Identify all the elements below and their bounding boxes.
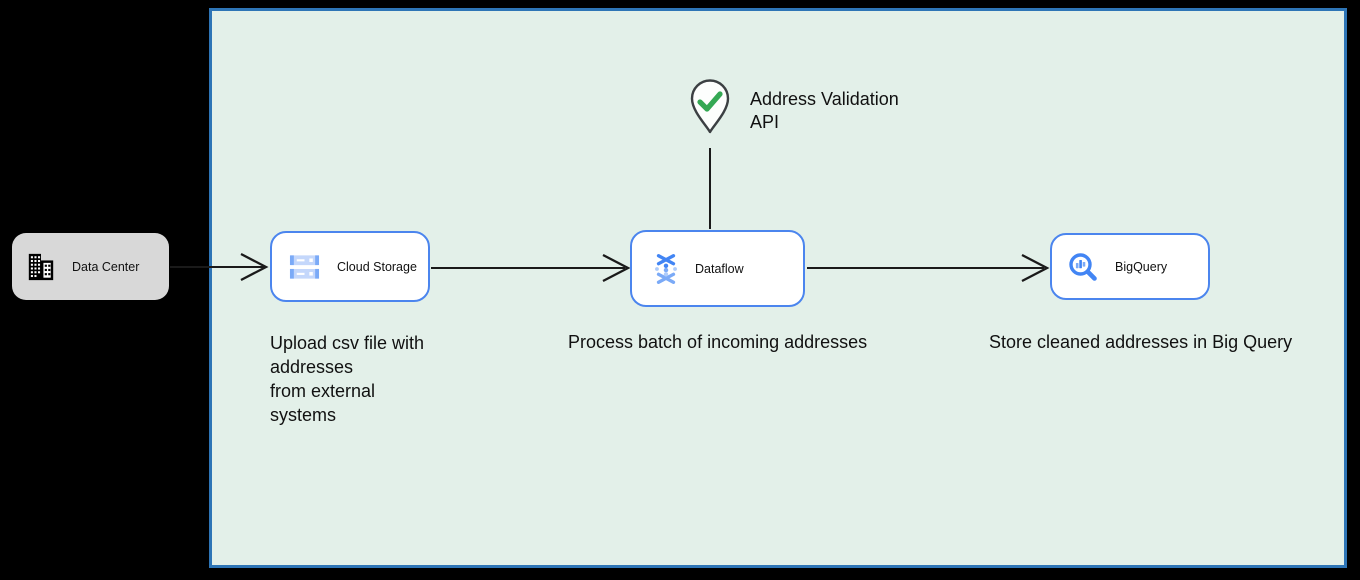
caption-bigquery: Store cleaned addresses in Big Query <box>989 332 1293 352</box>
node-label: BigQuery <box>1115 259 1168 274</box>
checkmark-icon <box>697 91 723 112</box>
node-label: Dataflow <box>695 261 744 276</box>
node-label: Data Center <box>72 259 140 274</box>
node-label: Cloud Storage <box>337 259 417 274</box>
caption-cloud-storage: Upload csv file with addresses from exte… <box>270 333 425 425</box>
node-cloud-storage[interactable]: Cloud Storage <box>270 231 430 302</box>
caption-dataflow: Process batch of incoming addresses <box>568 332 868 352</box>
bigquery-icon <box>1067 251 1099 283</box>
address-validation-pin[interactable] <box>687 79 733 135</box>
dataflow-icon <box>650 252 682 286</box>
api-marker-label: Address Validation API <box>750 89 899 132</box>
cloud-storage-icon <box>289 253 320 281</box>
node-dataflow[interactable]: Dataflow <box>630 230 805 307</box>
node-data-center[interactable]: Data Center <box>12 233 169 300</box>
data-center-icon <box>26 252 56 282</box>
node-bigquery[interactable]: BigQuery <box>1050 233 1210 300</box>
